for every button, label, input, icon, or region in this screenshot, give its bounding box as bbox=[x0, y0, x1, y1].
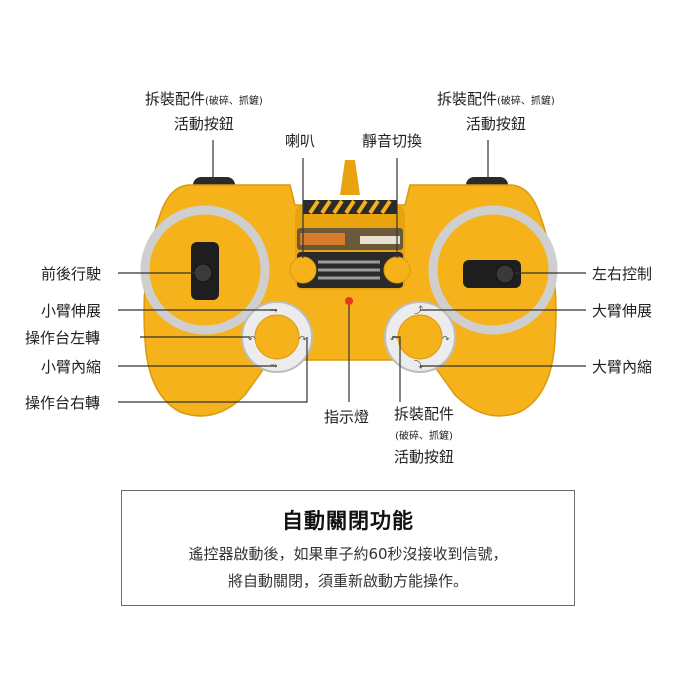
label-bottom-main: 拆裝配件 bbox=[394, 405, 455, 423]
label-top-left-main: 拆裝配件 bbox=[145, 90, 206, 108]
svg-text:↷: ↷ bbox=[299, 335, 307, 345]
indicator-light bbox=[345, 297, 353, 305]
svg-text:↶: ↶ bbox=[248, 335, 256, 345]
label-bottom-center: 拆裝配件 (破碎、抓鏟) 活動按鈕 bbox=[394, 404, 454, 467]
svg-text:↷: ↷ bbox=[442, 335, 450, 345]
mute-button[interactable] bbox=[383, 256, 411, 284]
label-top-right-sub: (破碎、抓鏟) bbox=[497, 96, 555, 107]
svg-text:⤵: ⤵ bbox=[414, 360, 423, 371]
label-turntable-right: 操作台右轉 bbox=[25, 394, 101, 412]
label-top-left-line2: 活動按鈕 bbox=[173, 115, 234, 133]
label-bottom-line2: 活動按鈕 bbox=[394, 448, 455, 466]
horn-button[interactable] bbox=[289, 256, 317, 284]
label-top-right-line2: 活動按鈕 bbox=[465, 115, 526, 133]
label-top-left-sub: (破碎、抓鏟) bbox=[205, 96, 263, 107]
label-horn: 喇叭 bbox=[285, 132, 316, 150]
info-box-line2: 將自動關閉，須重新啟動方能操作。 bbox=[227, 572, 468, 590]
info-box-line1: 遙控器啟動後，如果車子約60秒沒接收到信號， bbox=[188, 545, 508, 563]
label-big-arm-extend: 大臂伸展 bbox=[592, 302, 653, 320]
antenna bbox=[340, 160, 360, 195]
left-dpad-button[interactable] bbox=[254, 314, 300, 360]
label-forward-backward: 前後行駛 bbox=[41, 265, 102, 283]
label-mute: 靜音切換 bbox=[362, 132, 423, 150]
label-big-arm-retract: 大臂內縮 bbox=[592, 358, 653, 376]
label-bottom-sub: (破碎、抓鏟) bbox=[395, 431, 453, 442]
label-small-arm-retract: 小臂內縮 bbox=[41, 358, 102, 376]
label-top-left: 拆裝配件(破碎、抓鏟) 活動按鈕 bbox=[145, 88, 263, 135]
svg-text:⤴: ⤴ bbox=[414, 304, 423, 316]
label-top-right: 拆裝配件(破碎、抓鏟) 活動按鈕 bbox=[437, 88, 555, 135]
right-joystick[interactable] bbox=[495, 264, 515, 284]
svg-text:⤳: ⤳ bbox=[270, 306, 277, 316]
label-indicator: 指示燈 bbox=[324, 408, 370, 426]
right-dpad-button[interactable] bbox=[397, 314, 443, 360]
auto-off-info-box: 自動關閉功能 遙控器啟動後，如果車子約60秒沒接收到信號， 將自動關閉，須重新啟… bbox=[121, 490, 575, 606]
label-small-arm-extend: 小臂伸展 bbox=[41, 302, 102, 320]
label-top-right-main: 拆裝配件 bbox=[437, 90, 498, 108]
info-box-title: 自動關閉功能 bbox=[282, 509, 414, 533]
left-joystick[interactable] bbox=[193, 263, 213, 283]
label-left-right-control: 左右控制 bbox=[592, 265, 653, 283]
label-turntable-left: 操作台左轉 bbox=[25, 329, 101, 347]
svg-text:↶: ↶ bbox=[390, 335, 398, 345]
